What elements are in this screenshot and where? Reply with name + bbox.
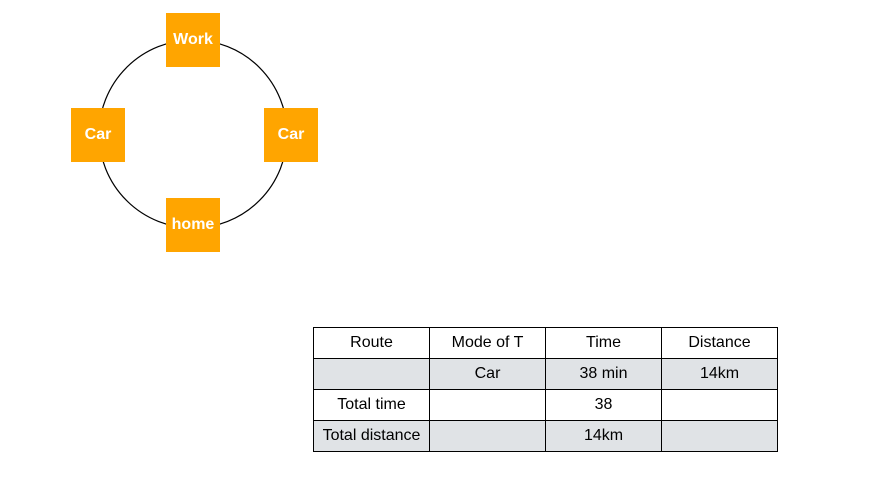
header-route: Route: [313, 327, 430, 359]
node-car-left: Car: [71, 108, 125, 162]
table-cell: 38: [545, 389, 662, 421]
table-cell: Total distance: [313, 420, 430, 452]
table-cell: [313, 358, 430, 390]
table-cell: [661, 420, 778, 452]
table-header-row: Route Mode of T Time Distance: [313, 327, 778, 359]
table-cell: 14km: [661, 358, 778, 390]
node-work: Work: [166, 13, 220, 67]
node-home: home: [166, 198, 220, 252]
table-row: Total distance 14km: [313, 420, 778, 452]
table-cell: [661, 389, 778, 421]
header-mode: Mode of T: [429, 327, 546, 359]
header-time: Time: [545, 327, 662, 359]
table-cell: [429, 420, 546, 452]
route-summary-table: Route Mode of T Time Distance Car 38 min…: [313, 327, 778, 452]
table-cell: Total time: [313, 389, 430, 421]
table-row: Total time 38: [313, 389, 778, 421]
table-cell: 14km: [545, 420, 662, 452]
table-row: Car 38 min 14km: [313, 358, 778, 390]
table-cell: Car: [429, 358, 546, 390]
table-cell: 38 min: [545, 358, 662, 390]
header-distance: Distance: [661, 327, 778, 359]
table-cell: [429, 389, 546, 421]
node-car-right: Car: [264, 108, 318, 162]
